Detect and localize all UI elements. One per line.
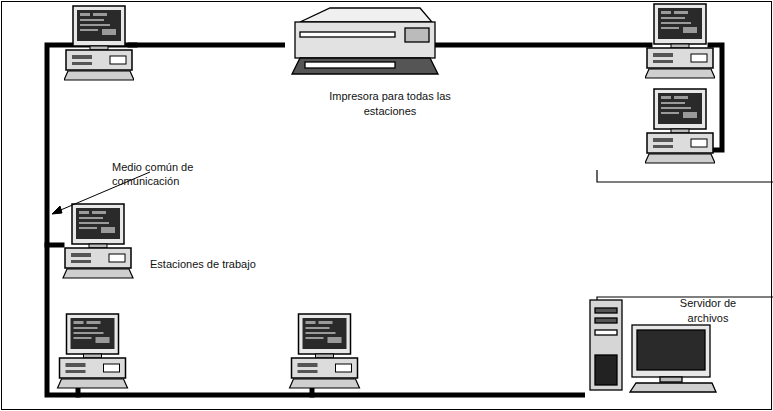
group-label: Estaciones de trabajo (150, 257, 310, 271)
node-text: Servidor de archivos (663, 296, 753, 327)
printer-node: Impresora para todas las estaciones (285, 5, 490, 145)
medium-callout: Medio común de comunicación (112, 160, 252, 189)
bus-cable (47, 45, 585, 395)
file-server-node: Servidor de archivos (585, 290, 771, 400)
node-text: Impresora para todas las estaciones (315, 89, 465, 120)
